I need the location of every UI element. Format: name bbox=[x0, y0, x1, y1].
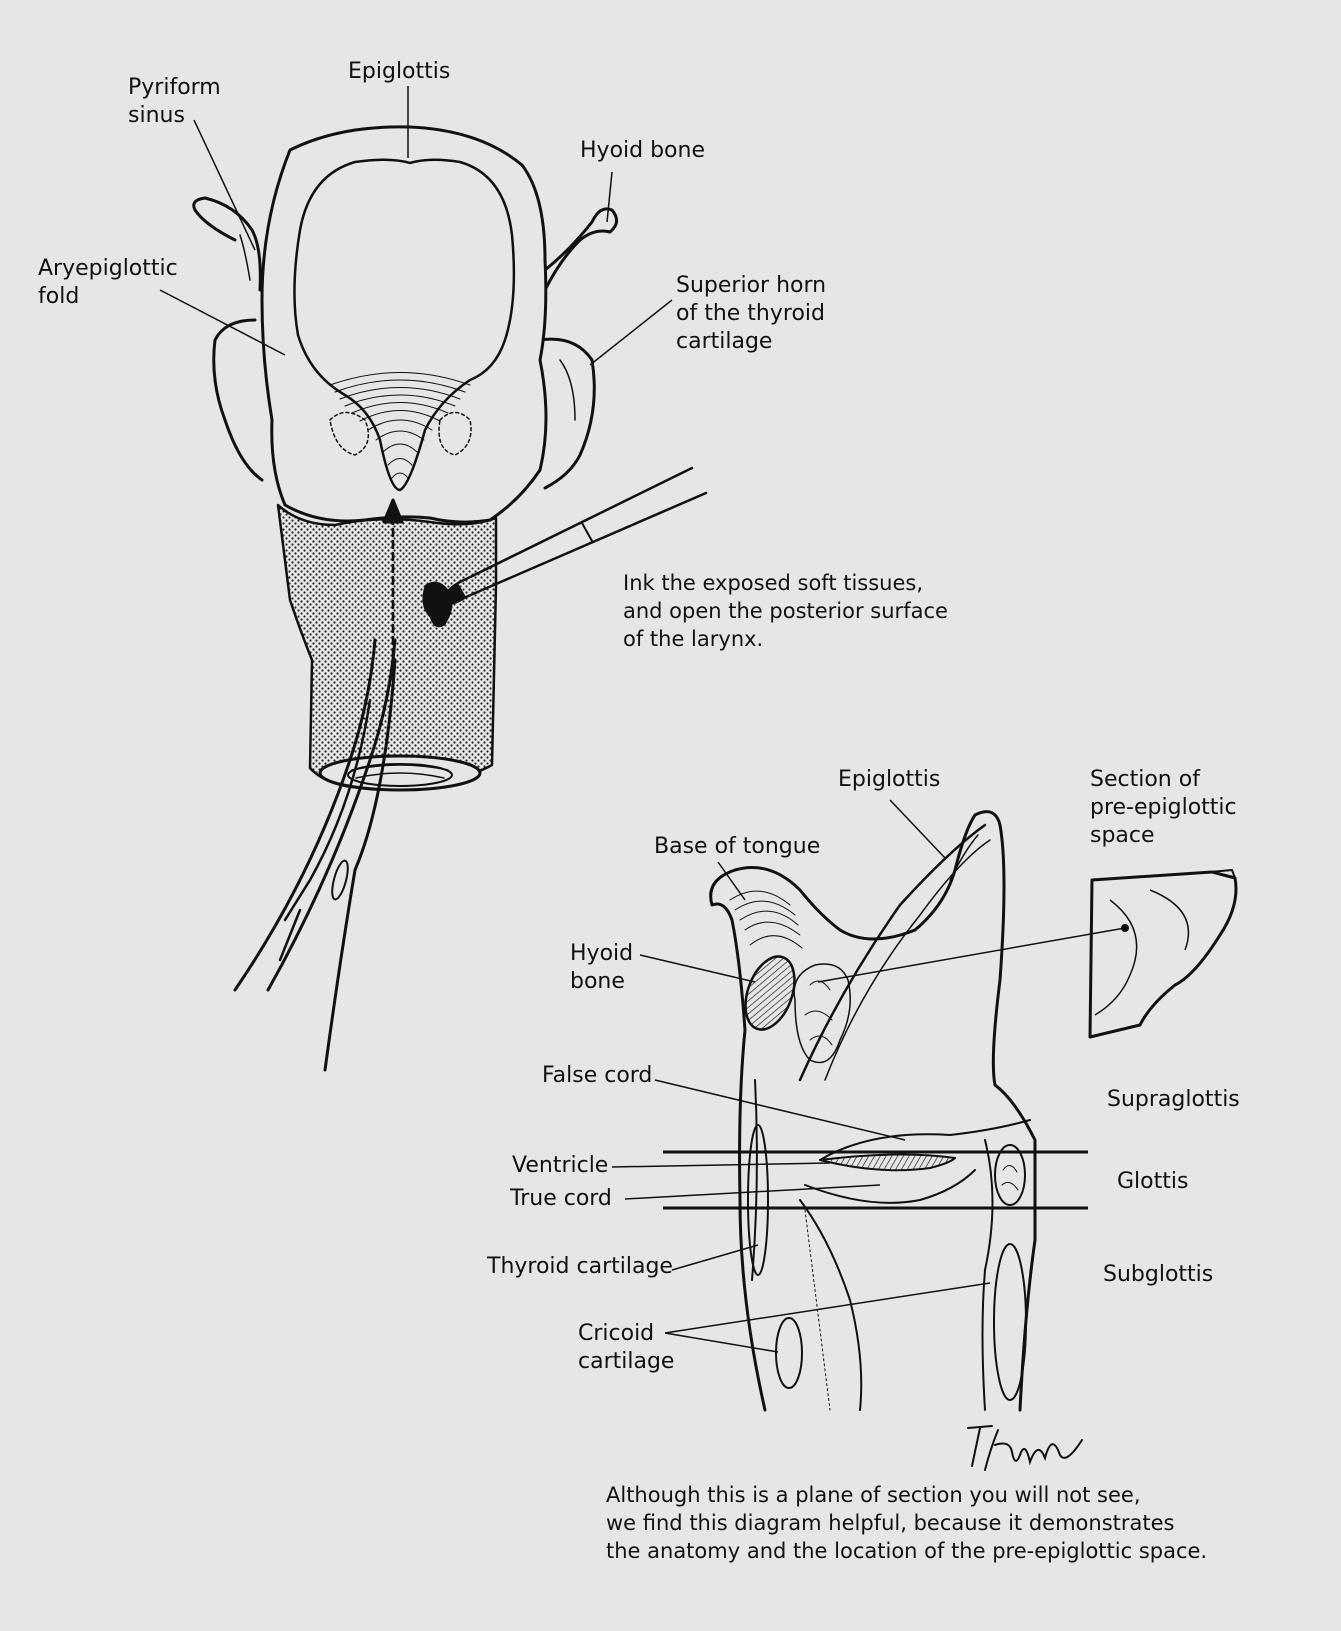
thyroid-cartilage-section bbox=[747, 1124, 769, 1276]
ventricle-shading bbox=[819, 1153, 956, 1172]
pre-epiglottic-block bbox=[1088, 869, 1238, 1039]
label-ventricle: Ventricle bbox=[512, 1153, 609, 1178]
label-superior-horn: Superior horn of the thyroid cartilage bbox=[676, 273, 827, 354]
section-leader-lines bbox=[611, 799, 1126, 1353]
tongue-fibers bbox=[729, 890, 803, 949]
arytenoid-section bbox=[994, 1144, 1026, 1206]
label-hyoid-bone-section: Hyoid bone bbox=[570, 941, 634, 994]
glottis-level-lines bbox=[663, 1150, 1088, 1210]
label-supraglottis: Supraglottis bbox=[1107, 1087, 1240, 1112]
instruction-text: Ink the exposed soft tissues, and open t… bbox=[623, 571, 948, 651]
pre-epiglottic-fat bbox=[793, 963, 851, 1064]
right-hyoid-horn bbox=[543, 207, 618, 292]
arrow-head-icon bbox=[382, 498, 404, 524]
epiglottis-ridges bbox=[329, 372, 471, 479]
false-cord bbox=[819, 1119, 1031, 1161]
label-pyriform-sinus: Pyriform sinus bbox=[128, 75, 221, 128]
left-hyoid-horn bbox=[192, 196, 262, 292]
right-thyroid-wing bbox=[538, 337, 596, 490]
anterior-contour bbox=[709, 810, 1037, 1412]
label-glottis: Glottis bbox=[1117, 1169, 1189, 1194]
epiglottis-rim bbox=[293, 158, 516, 492]
label-cricoid-cartilage: Cricoid cartilage bbox=[578, 1321, 675, 1374]
label-thyroid-cartilage: Thyroid cartilage bbox=[487, 1254, 673, 1279]
label-aryepiglottic-fold: Aryepiglottic fold bbox=[38, 256, 178, 309]
hyoid-cross-section bbox=[744, 955, 796, 1031]
label-epiglottis-section: Epiglottis bbox=[838, 767, 941, 792]
forceps bbox=[233, 638, 397, 992]
label-epiglottis-top: Epiglottis bbox=[348, 59, 451, 84]
true-cord bbox=[804, 1169, 976, 1204]
posterior-larynx-drawing bbox=[192, 125, 708, 1072]
top-leader-lines bbox=[159, 86, 673, 366]
label-hyoid-bone-top: Hyoid bone bbox=[580, 138, 705, 163]
stippled-trachea bbox=[276, 503, 498, 790]
artist-signature bbox=[967, 1425, 1083, 1471]
left-thyroid-wing bbox=[212, 318, 264, 482]
label-true-cord: True cord bbox=[510, 1186, 612, 1211]
ink-blot bbox=[422, 581, 453, 628]
label-base-of-tongue: Base of tongue bbox=[654, 834, 821, 859]
cricoid-anterior bbox=[775, 1317, 803, 1389]
label-false-cord: False cord bbox=[542, 1063, 653, 1088]
caption-text: Although this is a plane of section you … bbox=[606, 1483, 1208, 1563]
sagittal-section-drawing bbox=[709, 810, 1037, 1412]
label-section-pre-epiglottic-space: Section of pre-epiglottic space bbox=[1090, 767, 1237, 848]
ink-brush bbox=[456, 466, 708, 599]
label-subglottis: Subglottis bbox=[1103, 1262, 1214, 1287]
cricoid-posterior bbox=[993, 1243, 1027, 1401]
